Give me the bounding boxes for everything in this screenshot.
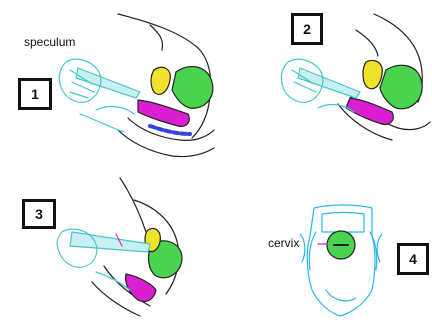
panel-2-uterus <box>380 65 422 109</box>
panel-1-speculum <box>76 68 140 98</box>
panel-3-number: 3 <box>22 199 56 229</box>
panel-4-illustration <box>300 205 382 316</box>
panel-3-illustration <box>57 178 182 316</box>
speculum-label: speculum <box>24 35 75 49</box>
cervix-label: cervix <box>268 236 299 250</box>
panel-2-number: 2 <box>291 13 323 45</box>
panel-1-number: 1 <box>18 78 52 110</box>
panel-3-speculum <box>70 232 150 252</box>
panel-2-speculum <box>298 68 360 98</box>
panel-4-number: 4 <box>397 243 429 275</box>
panel-1-sacrum <box>150 126 190 134</box>
panel-1-uterus <box>172 67 213 109</box>
panel-2-bladder <box>363 61 382 89</box>
panel-3-rectum <box>126 274 156 302</box>
panel-1-bladder <box>151 67 170 94</box>
panel-1-illustration <box>59 14 214 157</box>
